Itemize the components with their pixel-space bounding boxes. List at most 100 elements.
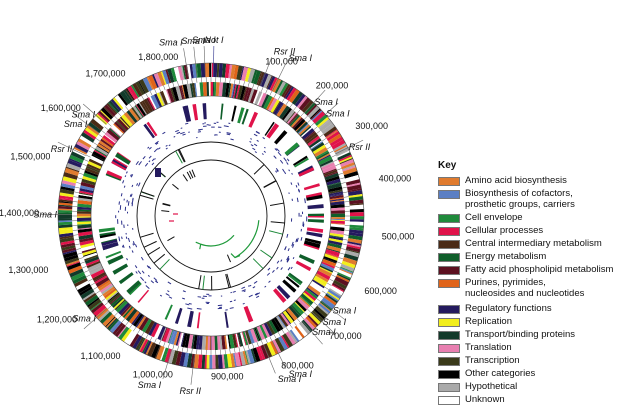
inner-feature [139,232,154,238]
repeat-mark [142,155,146,160]
scale-tick [133,326,137,332]
gene-ring-inner [115,120,127,132]
gene-ring-outer [333,142,347,152]
gene-ring-inner [221,335,226,350]
scale-tick [191,78,193,84]
repeat-mark [296,197,299,203]
gene-ring-inner [97,143,111,153]
repeat-mark [182,297,186,300]
gene-ring-inner [81,247,96,254]
repeat-mark [137,270,142,275]
key-label: Transcription [465,355,520,366]
gene-ring-outer [76,141,90,151]
repeat-mark [153,277,158,281]
gene-ring-outer [241,66,249,82]
gene-ring-inner [117,118,129,131]
scale-tick [163,341,166,347]
gene-ring-inner [77,227,92,230]
gene-ring-inner [217,335,221,350]
gene-ring-outer [66,262,82,271]
repeat-mark [122,245,124,248]
scale-tick [154,338,157,344]
gene-ring-outer [294,93,306,107]
gene-ring-outer [74,143,89,154]
gene-ring-outer [266,75,273,89]
gene-ring-inner [327,182,342,190]
scale-tick [101,130,106,134]
gene-ring-inner [177,332,183,347]
inner-feature [202,275,205,290]
category-mark [102,241,119,251]
gene-ring-inner [227,83,232,98]
gene-ring-outer [346,246,361,253]
gene-ring-outer [347,241,362,246]
gene-ring-inner [178,85,184,100]
scale-tick [74,243,80,246]
gene-ring-outer [341,162,356,170]
repeat-mark [253,143,258,147]
gene-ring-inner [218,82,224,97]
gene-ring-inner [210,82,211,97]
repeat-mark [124,175,127,178]
gene-ring-outer [84,294,99,306]
scale-tick [145,93,149,98]
gene-ring-inner [328,191,344,196]
position-label: 200,000 [316,80,349,90]
gene-ring-inner [90,267,104,276]
gene-ring-outer [328,133,342,144]
gene-ring-outer [61,245,76,251]
site-tick [203,46,206,78]
gene-ring-inner [182,84,190,99]
gene-ring-outer [58,212,73,215]
key-swatch [438,318,460,327]
repeat-mark [182,133,186,136]
key-swatch [438,177,460,186]
gene-ring-outer [312,111,326,124]
gene-ring-inner [102,286,116,297]
gene-ring-outer [179,351,186,367]
gene-ring-inner [77,209,92,212]
scale-tick [342,186,348,189]
gene-ring-outer [81,132,95,143]
inner-circle [154,159,268,273]
gene-ring-outer [337,272,351,280]
gene-ring-inner [328,240,343,246]
site-tick [183,48,189,79]
category-mark [187,310,194,328]
gene-ring-inner [115,300,128,313]
key-label: Other categories [465,368,536,379]
gene-ring-inner [99,283,113,293]
gene-ring-inner [141,100,151,114]
gene-ring-outer [318,302,331,314]
gene-ring-inner [81,178,96,186]
gene-ring-outer [337,152,352,161]
gene-ring-inner [198,335,203,350]
gene-ring-inner [305,288,318,299]
gene-ring-outer [59,232,74,238]
scale-tick [90,282,96,286]
position-label: 500,000 [382,231,415,241]
position-label: 1,300,000 [8,265,48,275]
scale-tick [117,112,122,117]
gene-ring-outer [257,71,265,86]
gene-ring-outer [162,69,170,85]
gene-ring-outer [58,197,73,201]
gene-ring-inner [207,335,210,350]
gene-ring-outer [339,157,353,165]
gene-ring-inner [225,82,230,98]
gene-ring-outer [281,84,291,98]
gene-ring-inner [77,199,92,205]
category-mark [107,254,124,265]
gene-ring-inner [199,82,204,97]
key-swatch [438,331,460,340]
gene-ring-outer [283,85,293,99]
gene-ring-inner [292,117,304,129]
scale-tick [88,278,93,282]
gene-ring-inner [243,86,250,102]
gene-ring-outer [83,292,97,303]
gene-ring-outer [296,95,308,109]
site-tick [162,349,172,380]
gene-ring-outer [311,110,323,121]
repeat-mark [157,147,161,150]
repeat-mark [253,133,258,137]
